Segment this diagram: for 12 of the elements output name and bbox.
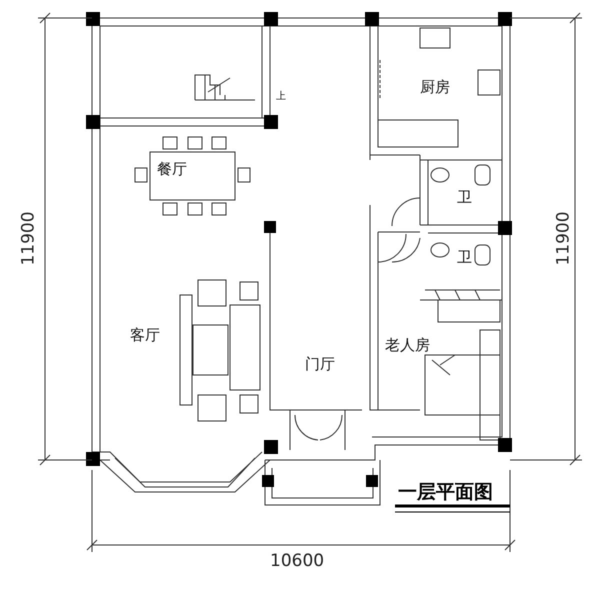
room-label: 老人房 — [385, 338, 430, 353]
dimension-text: 11900 — [556, 211, 573, 266]
stair-direction-label: 上 — [276, 92, 286, 102]
drawing-title: 一层平面图 — [398, 483, 493, 502]
dimension-text: 10600 — [270, 553, 324, 570]
room-label: 卫 — [457, 250, 472, 265]
room-label: 卫 — [457, 190, 472, 205]
room-label: 餐厅 — [157, 162, 187, 177]
dimension-text: 11900 — [20, 211, 38, 266]
room-label: 客厅 — [130, 328, 160, 343]
room-label: 厨房 — [420, 80, 450, 95]
room-label: 门厅 — [305, 357, 335, 372]
